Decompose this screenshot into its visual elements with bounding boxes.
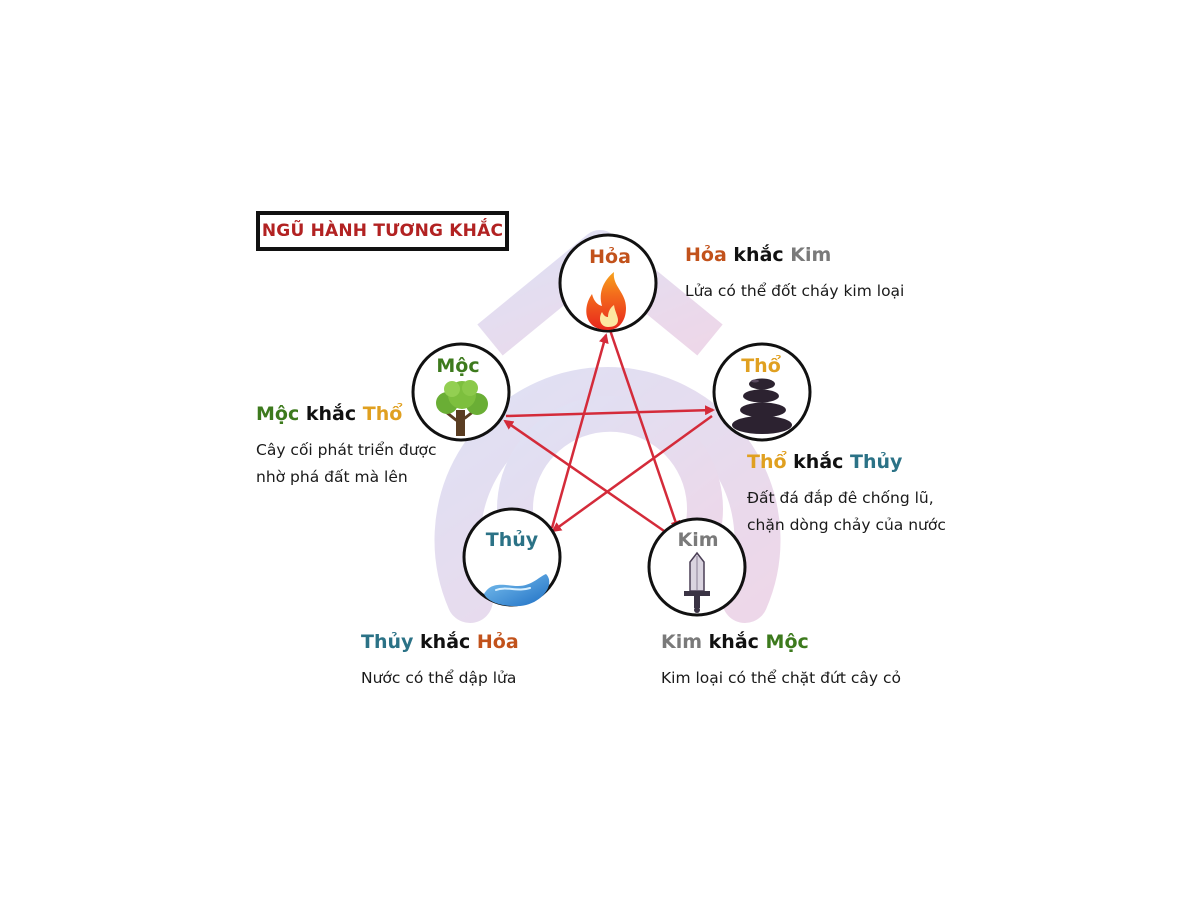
rule-tho-khac-thuy: Thổ khắc Thủy Đất đá đắp đê chống lũ, ch… [747, 451, 946, 539]
arrow-kim-to-moc [503, 419, 668, 535]
rule-verb: khắc [733, 244, 784, 266]
stone-stack-icon [732, 378, 792, 434]
rule-kim-khac-moc: Kim khắc Mộc Kim loại có thể chặt đứt câ… [661, 631, 901, 692]
rule-object: Thổ [362, 403, 403, 425]
element-moc-node [411, 342, 511, 442]
rule-verb: khắc [305, 403, 357, 425]
rule-heading: Thổ khắc Thủy [747, 451, 946, 473]
tree-icon [436, 380, 488, 436]
arrow-tho-to-thuy [551, 414, 713, 533]
rule-object: Thủy [850, 451, 903, 473]
rule-hoa-khac-kim: Hỏa khắc Kim Lửa có thể đốt cháy kim loạ… [685, 244, 904, 305]
rule-verb: khắc [420, 631, 471, 653]
element-thuy-node [462, 507, 562, 607]
element-label-moc: Mộc [436, 355, 480, 377]
rule-description: Kim loại có thể chặt đứt cây cỏ [661, 669, 901, 687]
rule-object: Hỏa [476, 631, 519, 653]
rule-description: Đất đá đắp đê chống lũ, chặn dòng chảy c… [747, 489, 946, 534]
fire-icon [586, 272, 626, 330]
diagram-title-box: NGŨ HÀNH TƯƠNG KHẮC [256, 211, 509, 251]
water-wave-icon [484, 574, 550, 607]
arrow-hoa-to-kim [608, 329, 681, 531]
diagram-title: NGŨ HÀNH TƯƠNG KHẮC [261, 221, 504, 241]
sword-icon [684, 551, 710, 613]
element-label-kim: Kim [677, 529, 719, 551]
element-label-hoa: Hỏa [589, 246, 631, 268]
khac-arrows [503, 329, 715, 535]
rule-subject: Mộc [256, 403, 300, 425]
element-hoa-node [558, 233, 658, 333]
rule-moc-khac-tho: Mộc khắc Thổ Cây cối phát triển được nhờ… [256, 403, 437, 491]
rule-heading: Thủy khắc Hỏa [361, 631, 519, 653]
rule-description: Cây cối phát triển được nhờ phá đất mà l… [256, 441, 437, 486]
rule-subject: Hỏa [685, 244, 727, 266]
rule-heading: Kim khắc Mộc [661, 631, 901, 653]
rule-thuy-khac-hoa: Thủy khắc Hỏa Nước có thể dập lửa [361, 631, 519, 692]
rule-description: Nước có thể dập lửa [361, 669, 517, 687]
arrow-moc-to-tho [505, 405, 715, 418]
rule-subject: Thủy [361, 631, 414, 653]
element-tho-node [712, 342, 812, 442]
rule-subject: Thổ [747, 451, 787, 473]
rule-verb: khắc [793, 451, 844, 473]
element-kim-node [647, 517, 747, 617]
rule-verb: khắc [708, 631, 759, 653]
rule-heading: Hỏa khắc Kim [685, 244, 904, 266]
element-label-thuy: Thủy [485, 529, 539, 551]
element-label-tho: Thổ [741, 355, 781, 377]
rule-heading: Mộc khắc Thổ [256, 403, 437, 425]
rule-object: Kim [790, 244, 832, 266]
rule-subject: Kim [661, 631, 703, 653]
rule-description: Lửa có thể đốt cháy kim loại [685, 282, 905, 300]
rule-object: Mộc [765, 631, 809, 653]
arrow-thuy-to-hoa [550, 333, 609, 529]
